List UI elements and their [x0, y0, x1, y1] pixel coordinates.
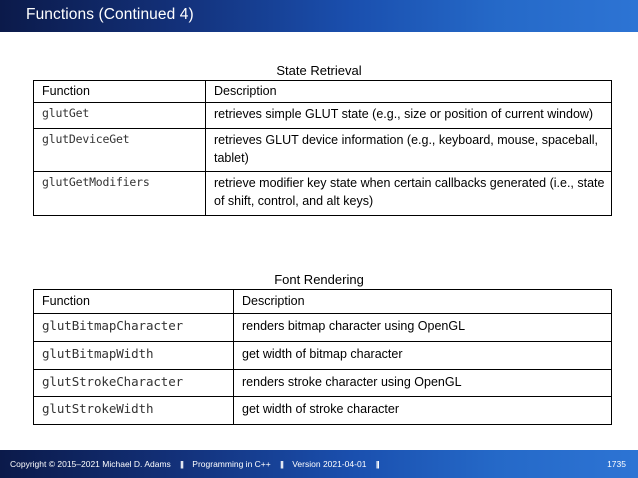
- table-row: glutGet retrieves simple GLUT state (e.g…: [33, 102, 612, 129]
- function-description: renders bitmap character using OpenGL: [233, 313, 612, 342]
- section-caption-state-retrieval: State Retrieval: [276, 63, 362, 78]
- table-row: glutStrokeCharacter renders stroke chara…: [33, 368, 612, 398]
- function-description: get width of bitmap character: [233, 340, 612, 370]
- function-description: retrieves simple GLUT state (e.g., size …: [205, 102, 612, 129]
- page-title: Functions (Continued 4): [26, 6, 194, 23]
- footer-separator: ||: [375, 459, 380, 469]
- slide-title-bar: Functions (Continued 4): [0, 0, 638, 32]
- function-name: glutStrokeCharacter: [33, 368, 234, 398]
- footer-page-number: 1735: [607, 459, 626, 469]
- table-row: glutDeviceGet retrieves GLUT device info…: [33, 127, 612, 173]
- slide-content: State Retrieval Function Description glu…: [0, 32, 638, 450]
- table-row: glutBitmapCharacter renders bitmap chara…: [33, 313, 612, 342]
- slide-footer: Copyright © 2015–2021 Michael D. Adams |…: [0, 450, 638, 478]
- column-header-function: Function: [33, 289, 234, 314]
- function-name: glutStrokeWidth: [33, 396, 234, 425]
- table-state-retrieval: Function Description glutGet retrieves s…: [33, 80, 612, 216]
- function-description: get width of stroke character: [233, 396, 612, 425]
- column-header-description: Description: [233, 289, 612, 314]
- footer-left-group: Copyright © 2015–2021 Michael D. Adams |…: [10, 459, 386, 469]
- function-description: retrieve modifier key state when certain…: [205, 171, 612, 216]
- function-name: glutBitmapCharacter: [33, 313, 234, 342]
- table-font-rendering: Function Description glutBitmapCharacter…: [33, 289, 612, 425]
- footer-separator: ||: [180, 459, 184, 469]
- table-header-row: Function Description: [33, 80, 612, 103]
- table-row: glutStrokeWidth get width of stroke char…: [33, 396, 612, 425]
- footer-separator: ||: [280, 459, 284, 469]
- column-header-description: Description: [205, 80, 612, 103]
- table-row: glutGetModifiers retrieve modifier key s…: [33, 171, 612, 216]
- function-name: glutBitmapWidth: [33, 340, 234, 370]
- function-name: glutGetModifiers: [33, 171, 206, 216]
- table-header-row: Function Description: [33, 289, 612, 314]
- function-name: glutDeviceGet: [33, 127, 206, 173]
- table-row: glutBitmapWidth get width of bitmap char…: [33, 340, 612, 370]
- footer-course: Programming in C++: [192, 459, 271, 469]
- footer-copyright: Copyright © 2015–2021 Michael D. Adams: [10, 459, 171, 469]
- function-description: retrieves GLUT device information (e.g.,…: [205, 127, 612, 173]
- function-name: glutGet: [33, 102, 206, 129]
- section-caption-font-rendering: Font Rendering: [274, 272, 364, 287]
- function-description: renders stroke character using OpenGL: [233, 368, 612, 398]
- footer-version: Version 2021-04-01: [292, 459, 367, 469]
- column-header-function: Function: [33, 80, 206, 103]
